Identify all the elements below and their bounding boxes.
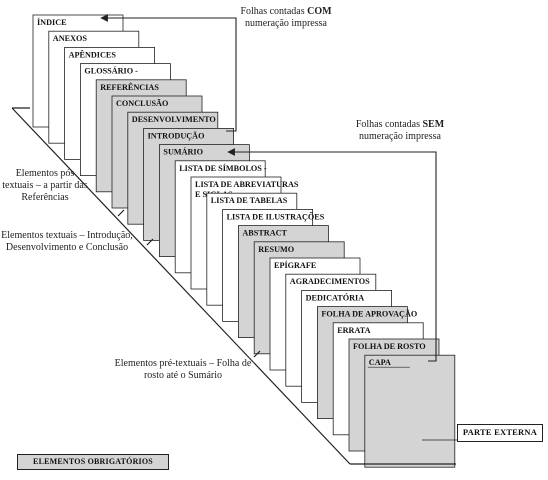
sheet-label: DEDICATÓRIA <box>306 292 365 302</box>
sheet-label: REFERÊNCIAS <box>100 82 159 92</box>
brace-tick-1 <box>117 209 125 217</box>
annotation-sem: Folhas contadas SEM numeração impressa <box>355 119 445 142</box>
sheet-label: LISTA DE SÍMBOLOS - <box>179 163 267 173</box>
arrow-com <box>100 14 237 132</box>
brace-tick-2 <box>146 238 154 246</box>
arrow-sem <box>227 148 437 362</box>
parte-externa-box: PARTE EXTERNA <box>457 424 543 442</box>
sheet-label: AGRADECIMENTOS <box>290 277 370 286</box>
annotation-com: Folhas contadas COM numeração impressa <box>240 6 332 29</box>
sheet-label: LISTA DE ILUSTRAÇÕES <box>227 211 325 221</box>
sheet-label: GLOSSÁRIO - <box>84 66 138 76</box>
sheet-label: INTRODUÇÃO <box>148 131 205 140</box>
sheet-label: SUMÁRIO <box>163 147 203 157</box>
legend-elementos-obrigatorios: ELEMENTOS OBRIGATÓRIOS <box>17 454 169 470</box>
sheet-label: ERRATA <box>337 326 370 335</box>
sheet-label: CONCLUSÃO <box>116 99 168 108</box>
sheet-22: CAPA <box>364 354 456 468</box>
brace-line <box>11 107 351 465</box>
annotation-pos-textuais: Elementos pós textuais – a partir das Re… <box>2 168 88 203</box>
sheet-label: ABSTRACT <box>242 229 287 238</box>
sheet-label: LISTA DE TABELAS <box>211 196 288 205</box>
diagonal-brace <box>11 107 456 465</box>
sheet-label: ÍNDICE <box>37 17 67 27</box>
brace-tick-3 <box>253 350 261 358</box>
sheet-label: ANEXOS <box>53 34 88 43</box>
sheet-label: FOLHA DE ROSTO <box>353 342 426 351</box>
sheet-label: FOLHA DE APROVAÇÃO <box>321 310 417 319</box>
arrow-com-line <box>100 14 237 132</box>
sheet-rect <box>364 354 456 468</box>
sheet-label: DESENVOLVIMENTO <box>132 115 216 124</box>
sheet-label: RESUMO <box>258 245 294 254</box>
annotation-textuais: Elementos textuais – Introdução, Desenvo… <box>1 230 133 253</box>
arrow-sem-line <box>227 148 437 362</box>
sheet-label: CAPA <box>369 358 391 367</box>
annotation-pre-textuais: Elementos pré-textuais – Folha de rosto … <box>114 358 252 381</box>
sheet-label: APÊNDICES <box>69 49 117 59</box>
sheet-label: EPÍGRAFE <box>274 260 317 270</box>
